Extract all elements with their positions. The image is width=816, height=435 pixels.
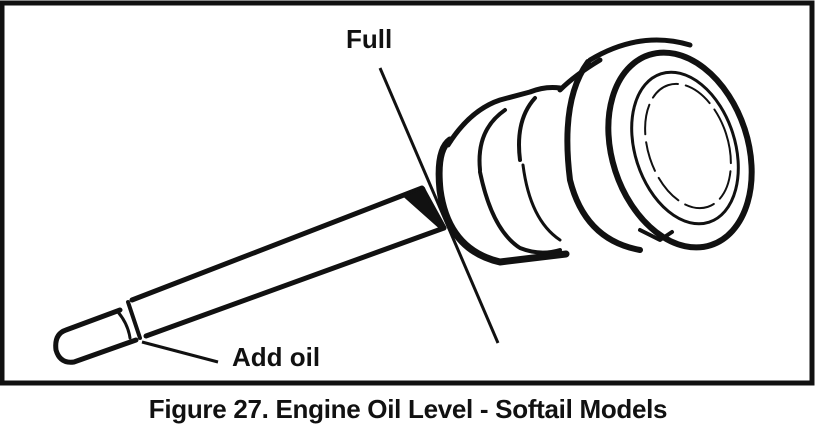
figure-caption: Figure 27. Engine Oil Level - Softail Mo…: [148, 394, 668, 424]
plug-body: [435, 136, 570, 266]
dipstick-rod: [129, 185, 447, 339]
dipstick-illustration: [53, 37, 755, 365]
figure-frame: [0, 0, 815, 386]
add-oil-leader-line: [141, 340, 219, 364]
cap-face: [605, 49, 755, 251]
full-leader-line: [378, 67, 500, 344]
dipstick-tip: [53, 307, 139, 365]
